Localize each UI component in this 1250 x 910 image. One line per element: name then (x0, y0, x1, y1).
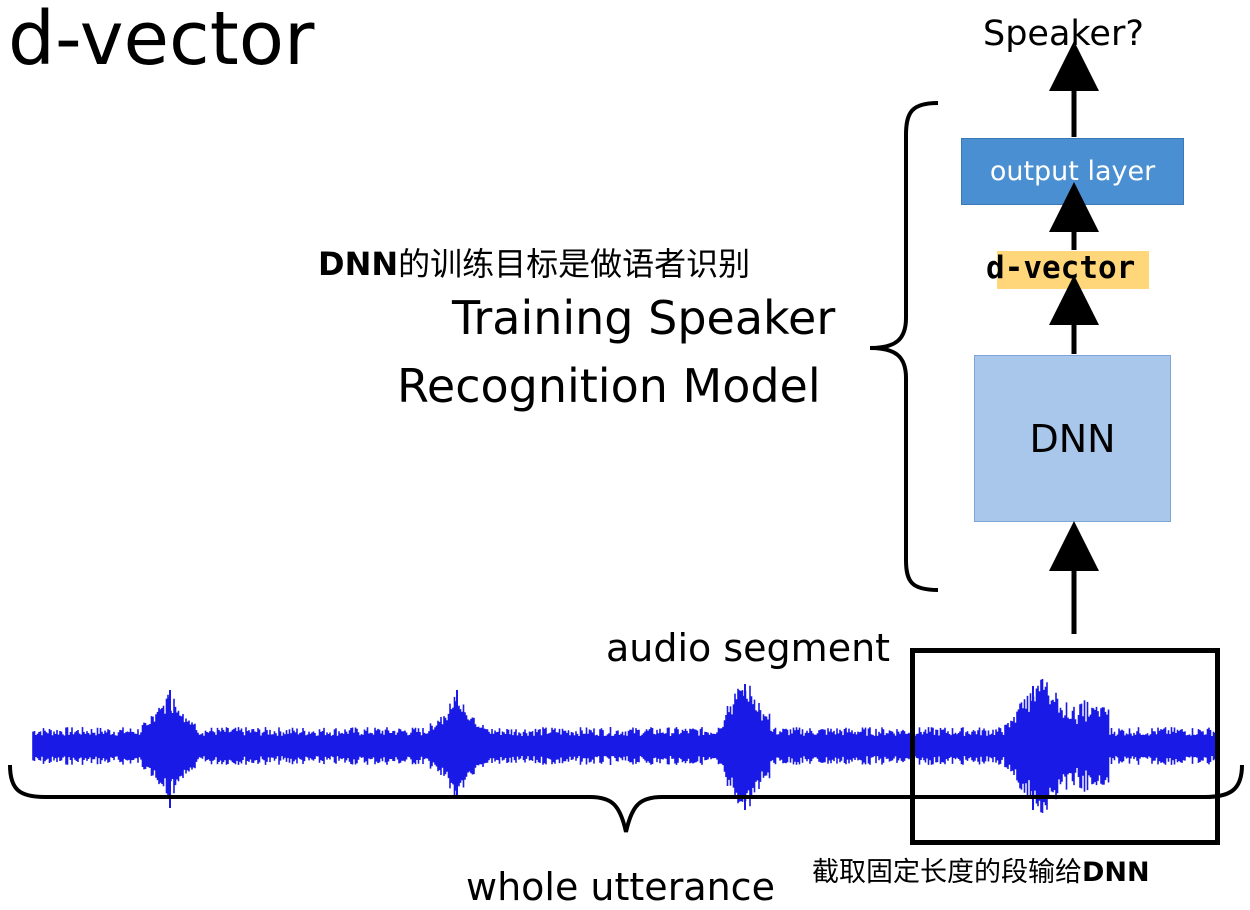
audio-segment-label: audio segment (606, 626, 891, 670)
output-layer-label: output layer (989, 156, 1156, 187)
zh-training-note-text: 的训练目标是做语者识别 (398, 245, 751, 283)
dnn-label: DNN (1029, 416, 1116, 461)
zh-cut-note-suffix: DNN (1082, 857, 1150, 888)
audio-segment-box (910, 648, 1220, 845)
training-title-line2: Recognition Model (397, 359, 821, 413)
zh-cut-note-text: 截取固定长度的段输给 (812, 857, 1082, 888)
utterance-brace (8, 764, 1244, 833)
zh-training-note: DNN的训练目标是做语者识别 (318, 242, 750, 286)
zh-cut-note: 截取固定长度的段输给DNN (812, 853, 1150, 893)
waveform (32, 679, 1216, 813)
slide-title: d-vector (8, 0, 315, 82)
training-title-line1: Training Speaker (452, 291, 836, 345)
training-brace (869, 101, 939, 592)
dnn-box: DNN (974, 355, 1171, 522)
zh-training-note-prefix: DNN (318, 245, 399, 283)
whole-utterance-label: whole utterance (466, 865, 775, 909)
waveform-trace (32, 679, 1216, 813)
